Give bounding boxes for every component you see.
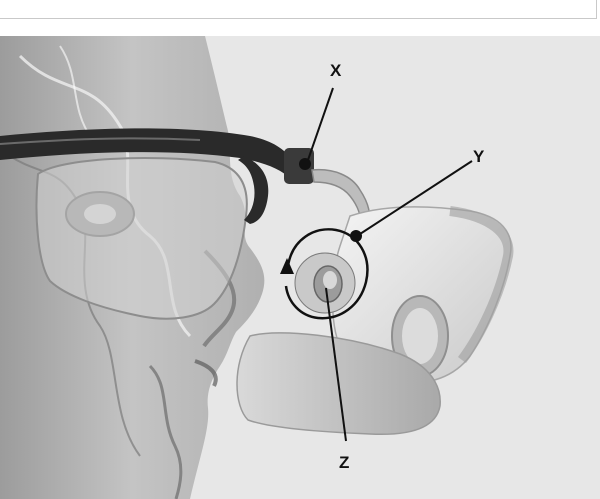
hinge-y [350, 230, 362, 242]
top-strip [0, 0, 600, 34]
label-z: Z [339, 453, 349, 472]
top-input-box [0, 0, 597, 19]
rotation-joint [295, 253, 355, 313]
hinge-x [299, 158, 311, 170]
label-y: Y [473, 147, 485, 166]
label-x: X [330, 61, 342, 80]
diagram-svg: X Y Z [0, 36, 600, 499]
figure: X Y Z [0, 36, 600, 499]
